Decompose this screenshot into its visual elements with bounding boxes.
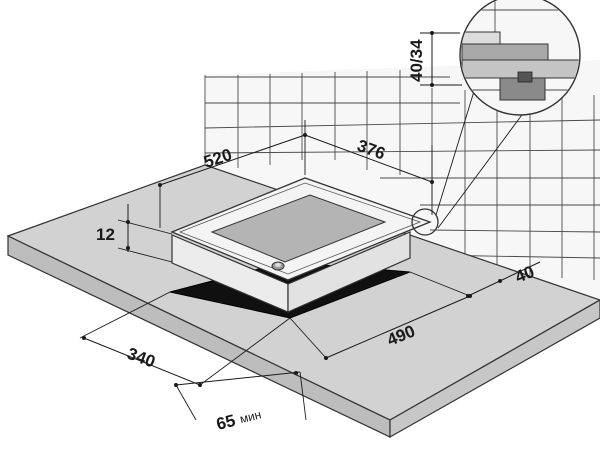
label-worktop-detail: 40/34	[407, 39, 426, 82]
label-cutout-depth: 340	[125, 344, 158, 372]
hob-unit	[170, 177, 432, 313]
dimension-worktop-detail: 40/34	[407, 31, 462, 87]
dimension-frame-height: 12	[96, 204, 173, 263]
glass-surface	[210, 194, 387, 263]
label-edge-clearance-unit: мин	[238, 407, 262, 426]
dimension-edge-clearance: 65 мин	[174, 371, 307, 434]
label-edge-clearance: 65	[214, 411, 237, 434]
detail-callout-circle	[411, 208, 439, 236]
label-frame-height: 12	[96, 225, 115, 244]
detail-inset	[459, 0, 581, 116]
